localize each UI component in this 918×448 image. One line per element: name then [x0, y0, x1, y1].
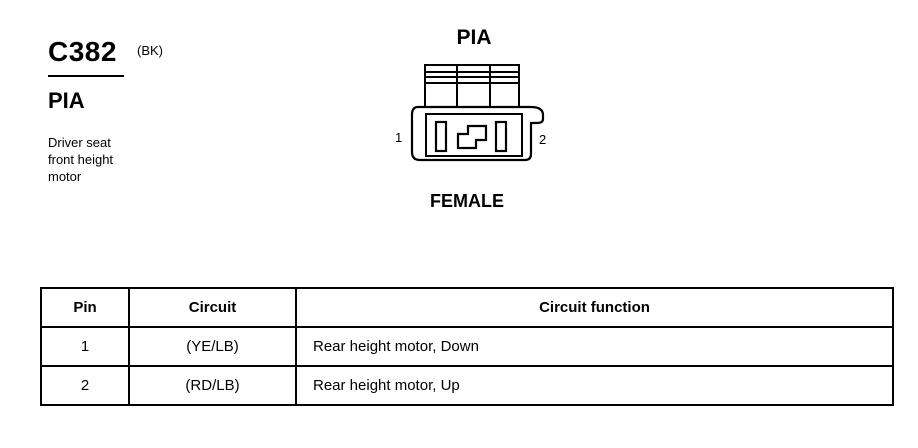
connector-color-code: (BK) — [137, 43, 163, 58]
pin-2-cavity — [494, 120, 508, 153]
connector-name: PIA — [48, 88, 85, 113]
cell-circuit: (RD/LB) — [128, 365, 297, 406]
cell-pin: 1 — [40, 326, 130, 367]
cell-circuit: (YE/LB) — [128, 326, 297, 367]
pin-2-label: 2 — [539, 132, 547, 147]
cell-pin: 2 — [40, 365, 130, 406]
title-underline — [48, 75, 124, 77]
table-row: 2 (RD/LB) Rear height motor, Up — [40, 365, 894, 406]
connector-housing — [410, 105, 545, 162]
cavity-frame — [425, 113, 523, 157]
locking-tab — [424, 64, 520, 108]
connector-gender: FEMALE — [430, 191, 504, 211]
pin-1-cavity — [434, 120, 448, 153]
cell-function: Rear height motor, Up — [295, 365, 894, 406]
description-line: front height — [48, 152, 114, 167]
header-circuit: Circuit — [128, 287, 297, 328]
connector-description: Driver seat front height motor — [48, 134, 113, 185]
center-key-cavity — [456, 124, 488, 150]
connector-id: C382 — [48, 36, 117, 67]
connector-face-diagram — [410, 64, 545, 162]
description-line: Driver seat — [48, 135, 111, 150]
diagram-title: PIA — [456, 26, 492, 49]
table-row: 1 (YE/LB) Rear height motor, Down — [40, 326, 894, 367]
pin-1-label: 1 — [395, 130, 403, 145]
cell-function: Rear height motor, Down — [295, 326, 894, 367]
table-header-row: Pin Circuit Circuit function — [40, 287, 894, 328]
description-line: motor — [48, 169, 82, 184]
header-pin: Pin — [40, 287, 130, 328]
header-circuit-function: Circuit function — [295, 287, 894, 328]
pin-table: Pin Circuit Circuit function 1 (YE/LB) R… — [40, 287, 894, 406]
